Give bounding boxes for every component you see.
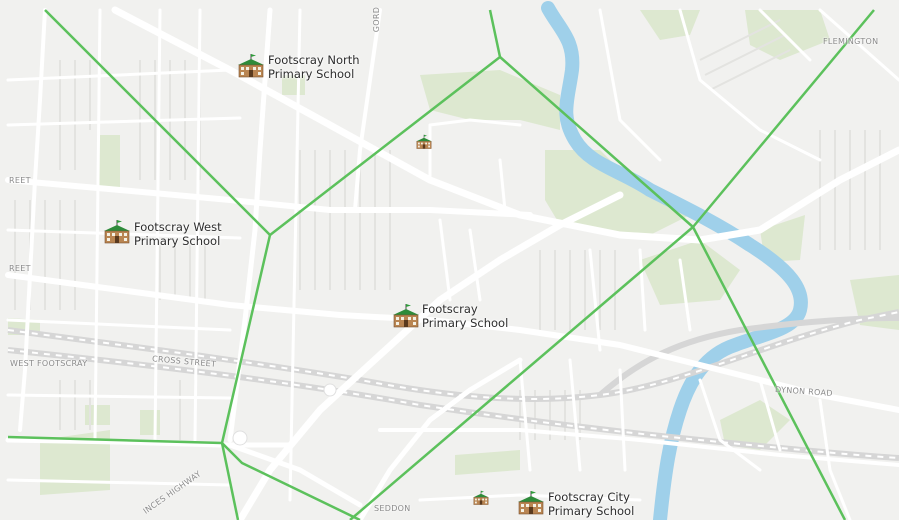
roads (5, 6, 899, 520)
school-name-line2: Primary School (268, 67, 355, 81)
river (541, 1, 808, 520)
school-building-icon[interactable] (516, 490, 546, 515)
street-label-seddon: SEDDON (374, 504, 411, 513)
school-name-line1: Footscray (422, 302, 478, 316)
rail-ties (7, 311, 899, 459)
school-name-line1: Footscray West (134, 220, 222, 234)
school-label-footscray-city[interactable]: Footscray City Primary School (548, 490, 634, 518)
school-label-footscray-north[interactable]: Footscray North Primary School (268, 53, 360, 81)
small-school-icon[interactable] (472, 490, 490, 506)
school-name-line2: Primary School (422, 316, 509, 330)
school-label-footscray-west[interactable]: Footscray West Primary School (134, 220, 222, 248)
school-name-line1: Footscray City (548, 490, 630, 504)
street-label-flemington: FLEMINGTON (823, 37, 879, 46)
school-name-line2: Primary School (548, 504, 635, 518)
school-building-icon[interactable] (102, 219, 132, 244)
street-label-gordon: GORD (372, 6, 382, 33)
street-label-reet-top: REET (9, 176, 31, 185)
small-school-icon[interactable] (415, 134, 433, 150)
street-label-reet-mid: REET (9, 264, 31, 273)
catchment-boundaries (7, 9, 875, 520)
school-label-footscray[interactable]: Footscray Primary School (422, 302, 508, 330)
roundabouts (232, 383, 337, 446)
school-building-icon[interactable] (391, 303, 421, 328)
school-building-icon[interactable] (236, 53, 266, 78)
street-label-west-footscray: WEST FOOTSCRAY (10, 359, 88, 368)
school-name-line2: Primary School (134, 234, 221, 248)
school-name-line1: Footscray North (268, 53, 360, 67)
